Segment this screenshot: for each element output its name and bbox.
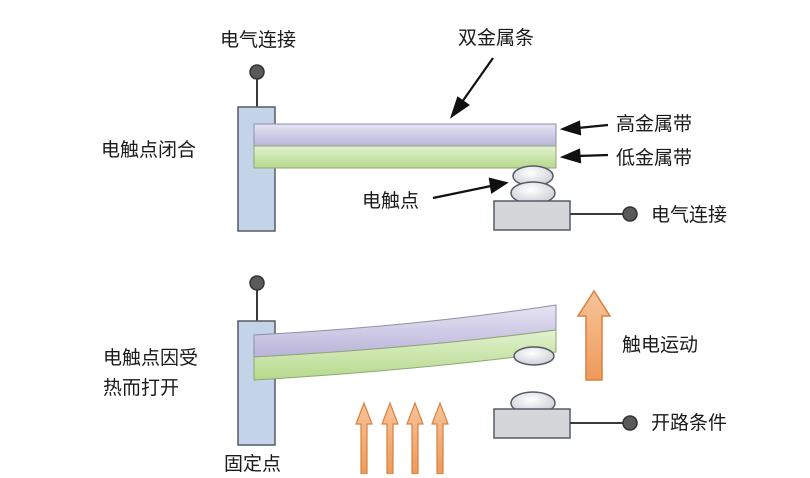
contact-open-label-line1: 电触点因受 xyxy=(103,347,199,369)
top-right-terminal-dot xyxy=(622,206,638,222)
bottom-right-terminal-dot xyxy=(622,415,638,431)
open-state-group xyxy=(237,275,638,475)
heat-arrow-icon-1 xyxy=(355,401,373,475)
heat-arrows-group xyxy=(355,401,449,475)
heat-arrow-icon-3 xyxy=(406,401,424,475)
top-contact-block xyxy=(493,200,571,231)
contact-pointer-head xyxy=(488,177,509,194)
high-band-pointer-head xyxy=(559,120,582,136)
top-high-metal-band xyxy=(253,123,557,147)
right-connection-label: 电气连接 xyxy=(651,204,728,226)
heat-arrow-icon-2 xyxy=(381,401,399,475)
bottom-contact-block xyxy=(493,408,571,439)
low-band-pointer-head xyxy=(559,148,582,164)
closed-state-group xyxy=(237,57,638,232)
contact-point-label: 电触点 xyxy=(362,190,420,212)
open-circuit-label: 开路条件 xyxy=(651,412,728,434)
contact-pointer-line xyxy=(432,184,492,200)
heat-arrow-icon-4 xyxy=(431,401,449,475)
low-metal-band-label: 低金属带 xyxy=(616,147,693,169)
high-metal-band-label: 高金属带 xyxy=(616,113,693,135)
bimetal-pointer-head xyxy=(449,96,470,119)
top-low-metal-band xyxy=(253,145,557,169)
bimetal-strip-label: 双金属条 xyxy=(458,27,535,49)
contact-motion-arrow-icon xyxy=(576,289,612,381)
high-band-pointer-line xyxy=(577,123,609,130)
bottom-terminal-dot xyxy=(249,275,265,291)
bottom-contact-upper xyxy=(513,346,555,366)
contact-open-label-line2: 热而打开 xyxy=(103,377,180,399)
bimetal-pointer-line xyxy=(461,57,494,103)
fixed-point-label: 固定点 xyxy=(224,453,282,475)
contact-closed-label: 电触点闭合 xyxy=(101,139,197,161)
top-terminal-dot xyxy=(249,64,265,80)
contact-motion-label: 触电运动 xyxy=(622,334,699,356)
low-band-pointer-line xyxy=(577,153,609,158)
top-connection-label: 电气连接 xyxy=(220,29,297,51)
bottom-low-metal-band xyxy=(253,329,557,381)
